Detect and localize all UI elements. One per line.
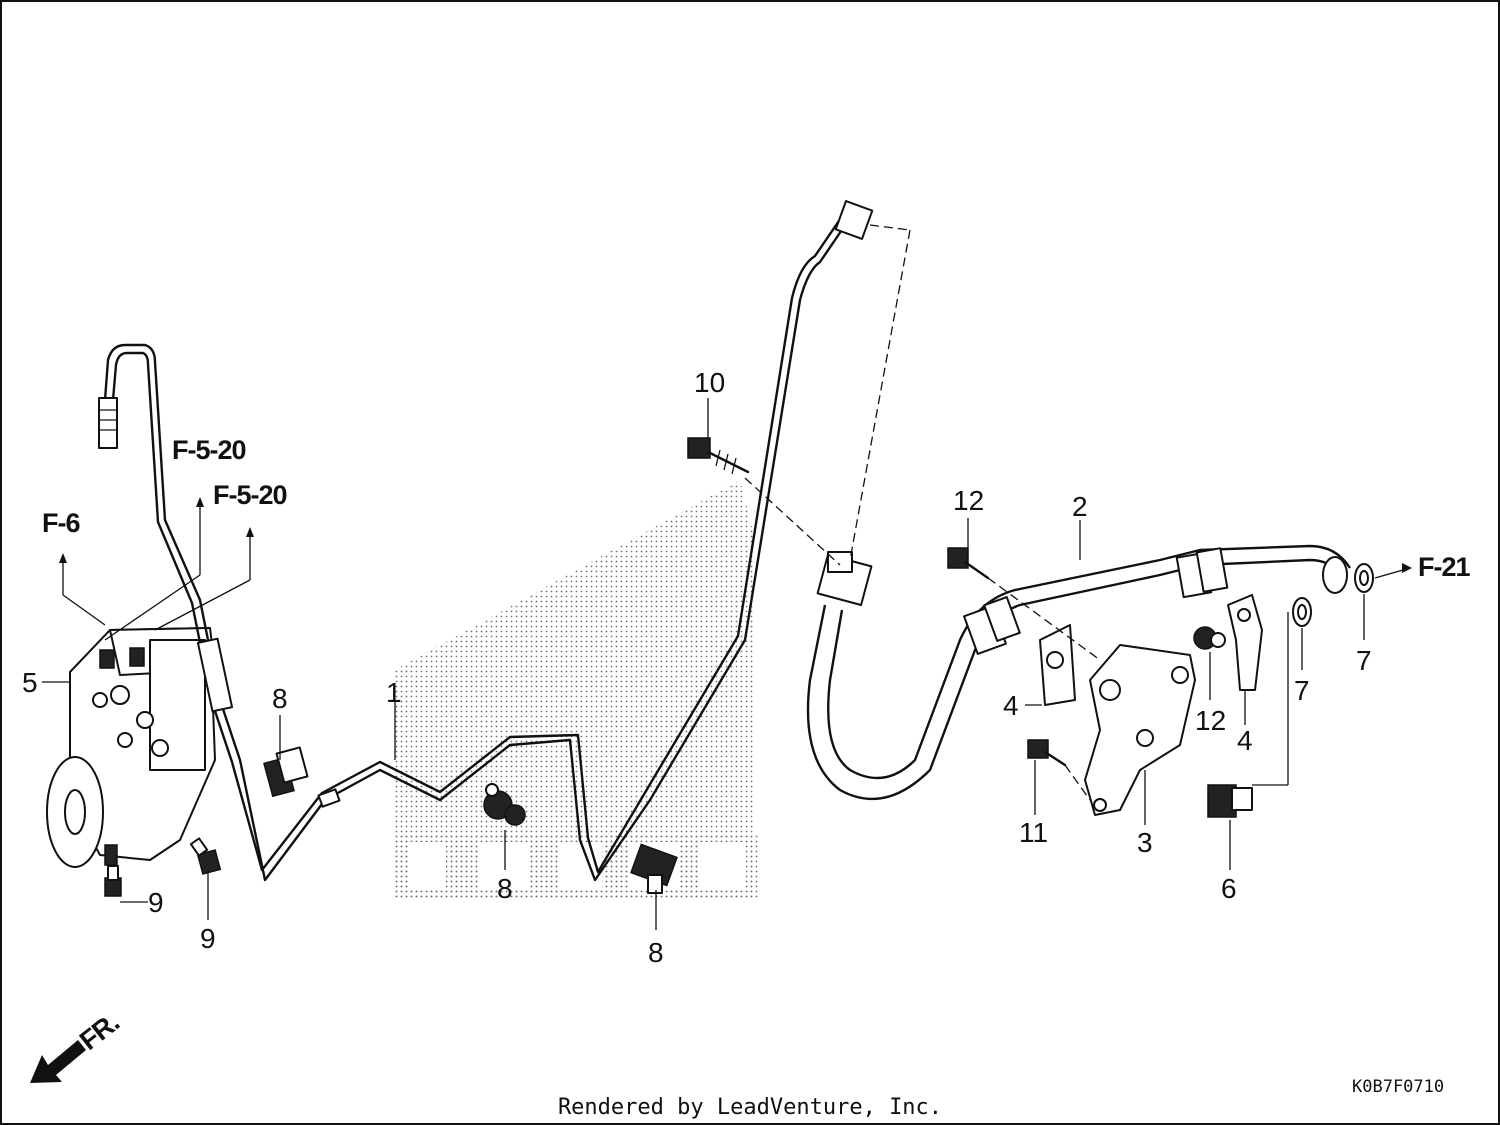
pipe-clamp[interactable] (630, 843, 678, 894)
callout-8-right: 8 (648, 937, 664, 968)
render-credit: Rendered by LeadVenture, Inc. (558, 1095, 942, 1120)
flange-bolt[interactable] (1193, 626, 1226, 650)
pipe-clamp[interactable] (483, 783, 526, 826)
sealing-washer[interactable] (1292, 597, 1312, 627)
callout-9-left: 9 (148, 887, 164, 918)
alignment-lines (744, 224, 1101, 801)
brake-pipe[interactable] (98, 200, 874, 882)
ref-f-5-20-lower: F-5-20 (213, 480, 287, 510)
callout-9-right: 9 (200, 923, 216, 954)
callout-4-right: 4 (1237, 725, 1253, 756)
hose-clamp[interactable] (1039, 624, 1076, 706)
callout-11: 11 (1019, 817, 1048, 848)
callout-6: 6 (1221, 873, 1237, 904)
oil-bolt[interactable] (1207, 784, 1253, 818)
callout-12-top: 12 (953, 485, 984, 516)
abs-modulator[interactable] (46, 627, 216, 868)
stay-bolt[interactable] (1027, 739, 1067, 767)
brake-hose[interactable] (806, 544, 1352, 801)
reference-arrows (59, 497, 1412, 573)
front-direction-marker: FR. (30, 1007, 124, 1083)
callout-7-left: 7 (1294, 675, 1310, 706)
ref-f-21: F-21 (1418, 552, 1471, 582)
callout-2: 2 (1072, 491, 1088, 522)
hose-clamp[interactable] (1227, 594, 1263, 691)
flange-bolt[interactable] (947, 547, 990, 580)
watermark-logo (395, 480, 760, 900)
sealing-washer[interactable] (1354, 563, 1374, 593)
callout-10: 10 (694, 367, 725, 398)
callout-1: 1 (386, 677, 402, 708)
callout-labels: 1 2 3 4 4 5 6 7 7 8 8 8 9 9 10 11 12 12 (22, 367, 1372, 968)
callout-5: 5 (22, 667, 38, 698)
callout-8-left: 8 (272, 683, 288, 714)
callout-8-center: 8 (497, 873, 513, 904)
hose-joint[interactable] (816, 551, 873, 607)
mounting-bolt[interactable] (687, 437, 750, 475)
hose-stay-plate[interactable] (1084, 644, 1196, 816)
abs-mount-bolt[interactable] (189, 837, 222, 875)
pipe-clamp[interactable] (263, 746, 309, 798)
diagram-code: K0B7F0710 (1352, 1077, 1444, 1097)
callout-12-bottom: 12 (1195, 705, 1226, 736)
abs-mount-bolt[interactable] (104, 865, 122, 897)
leader-lines (42, 398, 1411, 930)
ref-f-6: F-6 (42, 508, 80, 538)
callout-3: 3 (1137, 827, 1153, 858)
ref-f-5-20-upper: F-5-20 (172, 435, 246, 465)
callout-7-right: 7 (1356, 645, 1372, 676)
callout-4-left: 4 (1003, 690, 1019, 721)
reference-labels: F-6 F-5-20 F-5-20 F-21 (42, 435, 1472, 582)
